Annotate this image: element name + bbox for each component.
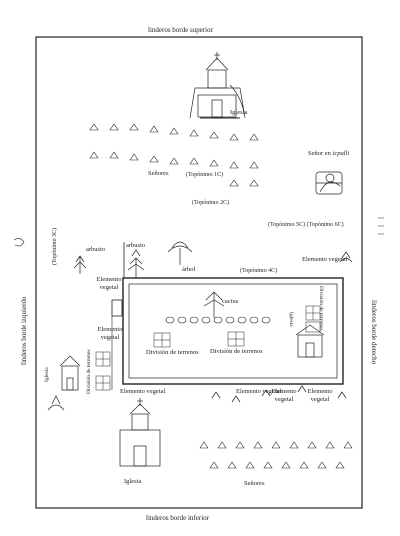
arbusto-left-icon <box>74 256 86 274</box>
icpalli-figure-icon <box>316 172 342 194</box>
label-iglesia-right: Iglesia <box>288 312 294 327</box>
cactus-icon <box>204 292 224 318</box>
label-senor-en: Señor en icpalli <box>308 150 349 158</box>
label-iglesia-bottom: Iglesia <box>124 478 141 486</box>
label-cactus: cactus <box>222 298 238 306</box>
label-arbusto-2: arbusto <box>126 242 145 250</box>
label-iglesia-top: Iglesia <box>230 109 247 117</box>
label-elemento-vegetal-b1: Elemento vegetal <box>120 388 165 396</box>
arbusto-mid-icon <box>128 250 144 278</box>
label-toponimo-2c: (Topónimo 2C) <box>192 200 229 208</box>
label-arbol: árbol <box>182 266 195 274</box>
label-toponimo-1c: (Topónimo 1C) <box>186 172 223 180</box>
border-left-label: linderos borde izquierdo <box>20 297 28 365</box>
label-toponimo-3c: (Topónimo 3C) <box>52 228 58 265</box>
label-elemento-vegetal-b3: Elemento vegetal <box>268 388 300 403</box>
label-division-left: División de terrenos <box>86 349 92 394</box>
label-division-mid-left: División de terrenos <box>146 349 199 357</box>
label-elemento-vegetal-right: Elemento vegetal <box>302 256 347 264</box>
stone-markers <box>166 317 270 323</box>
outer-border <box>36 37 362 508</box>
border-right-label: linderos borde derecho <box>370 300 378 364</box>
label-elemento-vegetal-left: Elemento vegetal <box>93 276 125 291</box>
label-icpalli: icpalli <box>333 150 350 157</box>
plant-left-icon <box>48 396 64 410</box>
border-bottom-label: linderos borde inferior <box>146 515 209 523</box>
border-top-label: linderos borde superior <box>148 27 213 35</box>
label-senores-bottom: Señores <box>244 480 265 488</box>
label-division-mid-right: División de terrenos <box>210 348 263 356</box>
lords-bottom-group <box>200 442 352 468</box>
right-side-glyph <box>378 218 384 234</box>
church-bottom-icon <box>120 398 160 466</box>
label-elemento-vegetal-b4: Elemento vegetal <box>304 388 336 403</box>
gate-box <box>112 300 122 316</box>
land-division-grids <box>96 306 320 390</box>
label-elemento-vegetal-leftmid: Elemento vegetal <box>94 326 126 341</box>
label-toponimo-4c: (Topónimo 4C) <box>240 268 277 276</box>
tree-icon <box>168 242 192 265</box>
label-senores-top: Señores <box>148 170 169 178</box>
label-division-right: División de terrenos <box>318 286 324 331</box>
label-arbusto-1: arbusto <box>86 246 105 254</box>
left-side-glyph <box>14 238 24 246</box>
church-left-icon <box>60 356 80 390</box>
inner-plot-border <box>123 278 343 384</box>
label-toponimo-5c-6c: (Topónimo 5C) (Topónimo 6C) <box>268 222 344 230</box>
label-iglesia-left: Iglesia <box>44 367 50 382</box>
lords-top-group <box>90 124 258 186</box>
